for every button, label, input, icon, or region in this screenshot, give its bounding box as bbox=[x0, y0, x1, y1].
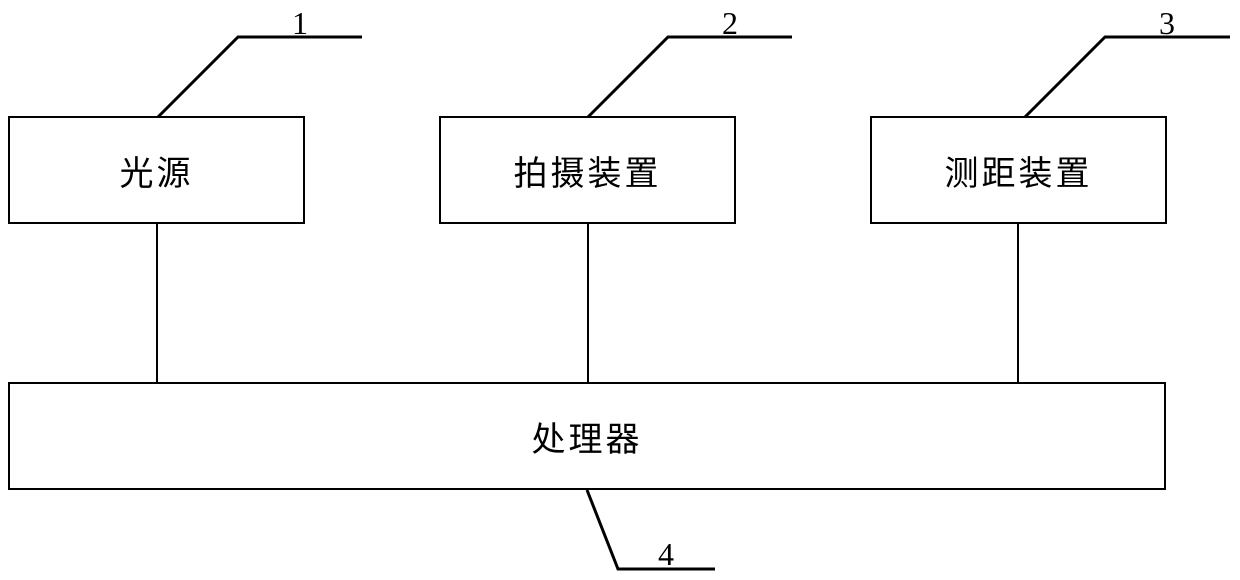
leader-line-ref-3 bbox=[1023, 35, 1230, 119]
block-processor-label: 处理器 bbox=[531, 421, 643, 459]
block-ranging-device: 测距装置 bbox=[870, 116, 1167, 224]
leader-line-ref-1 bbox=[156, 35, 362, 119]
ref-label-3: 3 bbox=[1159, 5, 1175, 41]
ref-label-2: 2 bbox=[722, 5, 738, 41]
leader-line-ref-2 bbox=[586, 35, 792, 119]
block-light-source: 光源 bbox=[8, 116, 305, 224]
leader-line-ref-4 bbox=[585, 489, 715, 571]
block-light-source-label: 光源 bbox=[119, 155, 194, 193]
ref-label-4: 4 bbox=[658, 536, 674, 572]
block-camera-device-label: 拍摄装置 bbox=[513, 155, 662, 193]
block-ranging-device-label: 测距装置 bbox=[944, 155, 1093, 193]
ref-label-1: 1 bbox=[292, 5, 308, 41]
block-processor: 处理器 bbox=[8, 382, 1166, 490]
block-camera-device: 拍摄装置 bbox=[439, 116, 736, 224]
